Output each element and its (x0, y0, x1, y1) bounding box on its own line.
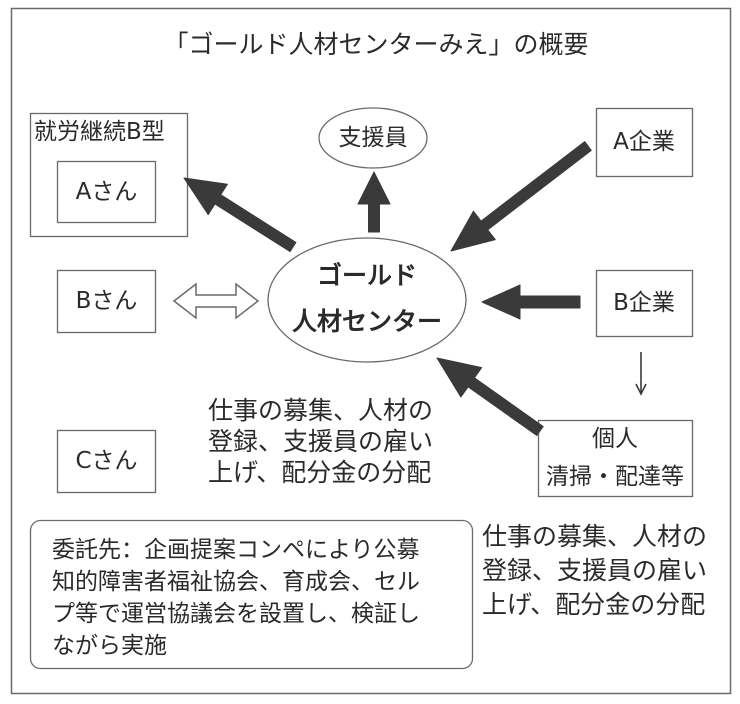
company-b-label: B企業 (613, 290, 675, 316)
center-label: ゴールド 人材センター (268, 253, 466, 345)
note-line: 仕事の募集、人材の (208, 396, 434, 425)
company-a-box (595, 107, 694, 178)
note-line: 上げ、配分金の分配 (208, 458, 432, 487)
center-label-line: 人材センター (291, 307, 442, 336)
center-role-note: 仕事の募集、人材の 登録、支援員の雇い 上げ、配分金の分配 (208, 395, 433, 488)
arrow-center-to-supporter (357, 171, 391, 233)
commission-box (29, 519, 474, 670)
company-a-label: A企業 (613, 129, 675, 155)
person-c-label: Cさん (75, 448, 138, 474)
supporter-ellipse (318, 107, 428, 169)
supporter-label: 支援員 (338, 125, 408, 151)
arrow-company-a-to-center (450, 141, 592, 252)
page-title: 「ゴールド人材センターみえ」の概要 (163, 30, 589, 59)
commission-note: 委託先：企画提案コンペにより公募 知的障害者福祉協会、育成会、セル プ等で運営協… (52, 534, 420, 662)
thin-arrow-company-b-to-individual (635, 352, 647, 396)
individual-label-line: 清掃・配達等 (546, 464, 684, 490)
center-ellipse (267, 237, 467, 363)
individual-box (537, 419, 694, 498)
note-line: 上げ、配分金の分配 (482, 590, 706, 619)
type-b-group-label: 就労継続B型 (34, 119, 165, 145)
person-a-box (56, 160, 157, 224)
individual-label-line: 個人 (592, 426, 638, 452)
note-line: 登録、支援員の雇い (208, 427, 434, 456)
person-b-label: Bさん (75, 288, 138, 314)
note-line: ながら実施 (52, 633, 167, 659)
thin-arrow-head (635, 383, 647, 396)
note-line: 登録、支援員の雇い (482, 556, 708, 585)
person-c-box (56, 429, 157, 494)
note-line: 仕事の募集、人材の (482, 522, 708, 551)
note-line: プ等で運営協議会を設置し、検証し (52, 601, 420, 627)
company-b-box (595, 269, 694, 338)
arrow-company-b-to-center (481, 284, 581, 320)
note-line: 委託先：企画提案コンペにより公募 (52, 537, 420, 563)
person-b-box (56, 269, 157, 334)
arrow-individual-to-center (436, 357, 544, 436)
double-arrow-person-b-center (172, 282, 260, 320)
center-label-line: ゴールド (316, 261, 417, 290)
outer-frame (10, 7, 732, 695)
company-role-note: 仕事の募集、人材の 登録、支援員の雇い 上げ、配分金の分配 (482, 520, 707, 622)
note-line: 知的障害者福祉協会、育成会、セル (52, 569, 420, 595)
arrow-center-to-type-b (183, 177, 297, 253)
person-a-label: Aさん (75, 179, 138, 205)
individual-label: 個人 清掃・配達等 (538, 420, 692, 496)
